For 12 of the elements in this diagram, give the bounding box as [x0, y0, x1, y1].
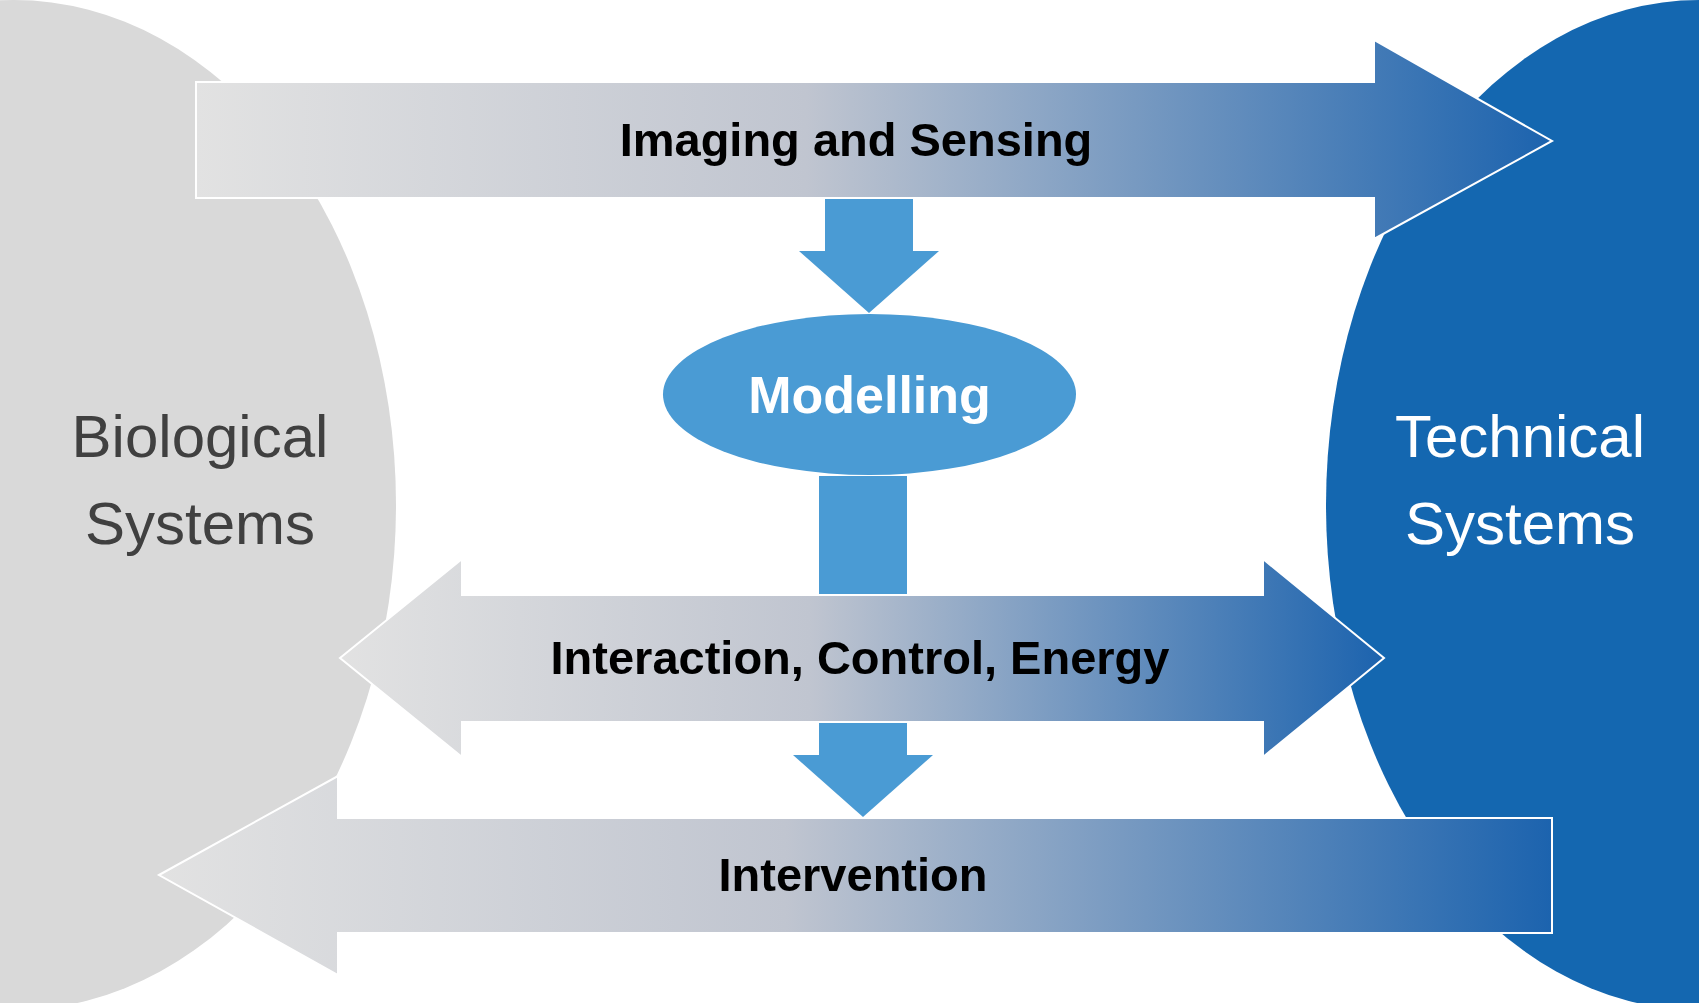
node-label: Interaction, Control, Energy — [550, 630, 1170, 687]
modelling-ellipse — [663, 314, 1076, 475]
node-label: Imaging and Sensing — [619, 111, 1093, 168]
double-arrow-band — [340, 559, 1385, 758]
down-arrow — [799, 199, 939, 313]
right-arrow-band — [196, 40, 1553, 240]
node-label: Modelling — [748, 364, 991, 426]
node-label: Biological Systems — [70, 402, 330, 559]
node-label: Intervention — [718, 847, 988, 904]
node-label: Technical Systems — [1393, 402, 1647, 559]
left-arrow-band — [159, 776, 1554, 976]
down-arrow — [793, 723, 933, 817]
